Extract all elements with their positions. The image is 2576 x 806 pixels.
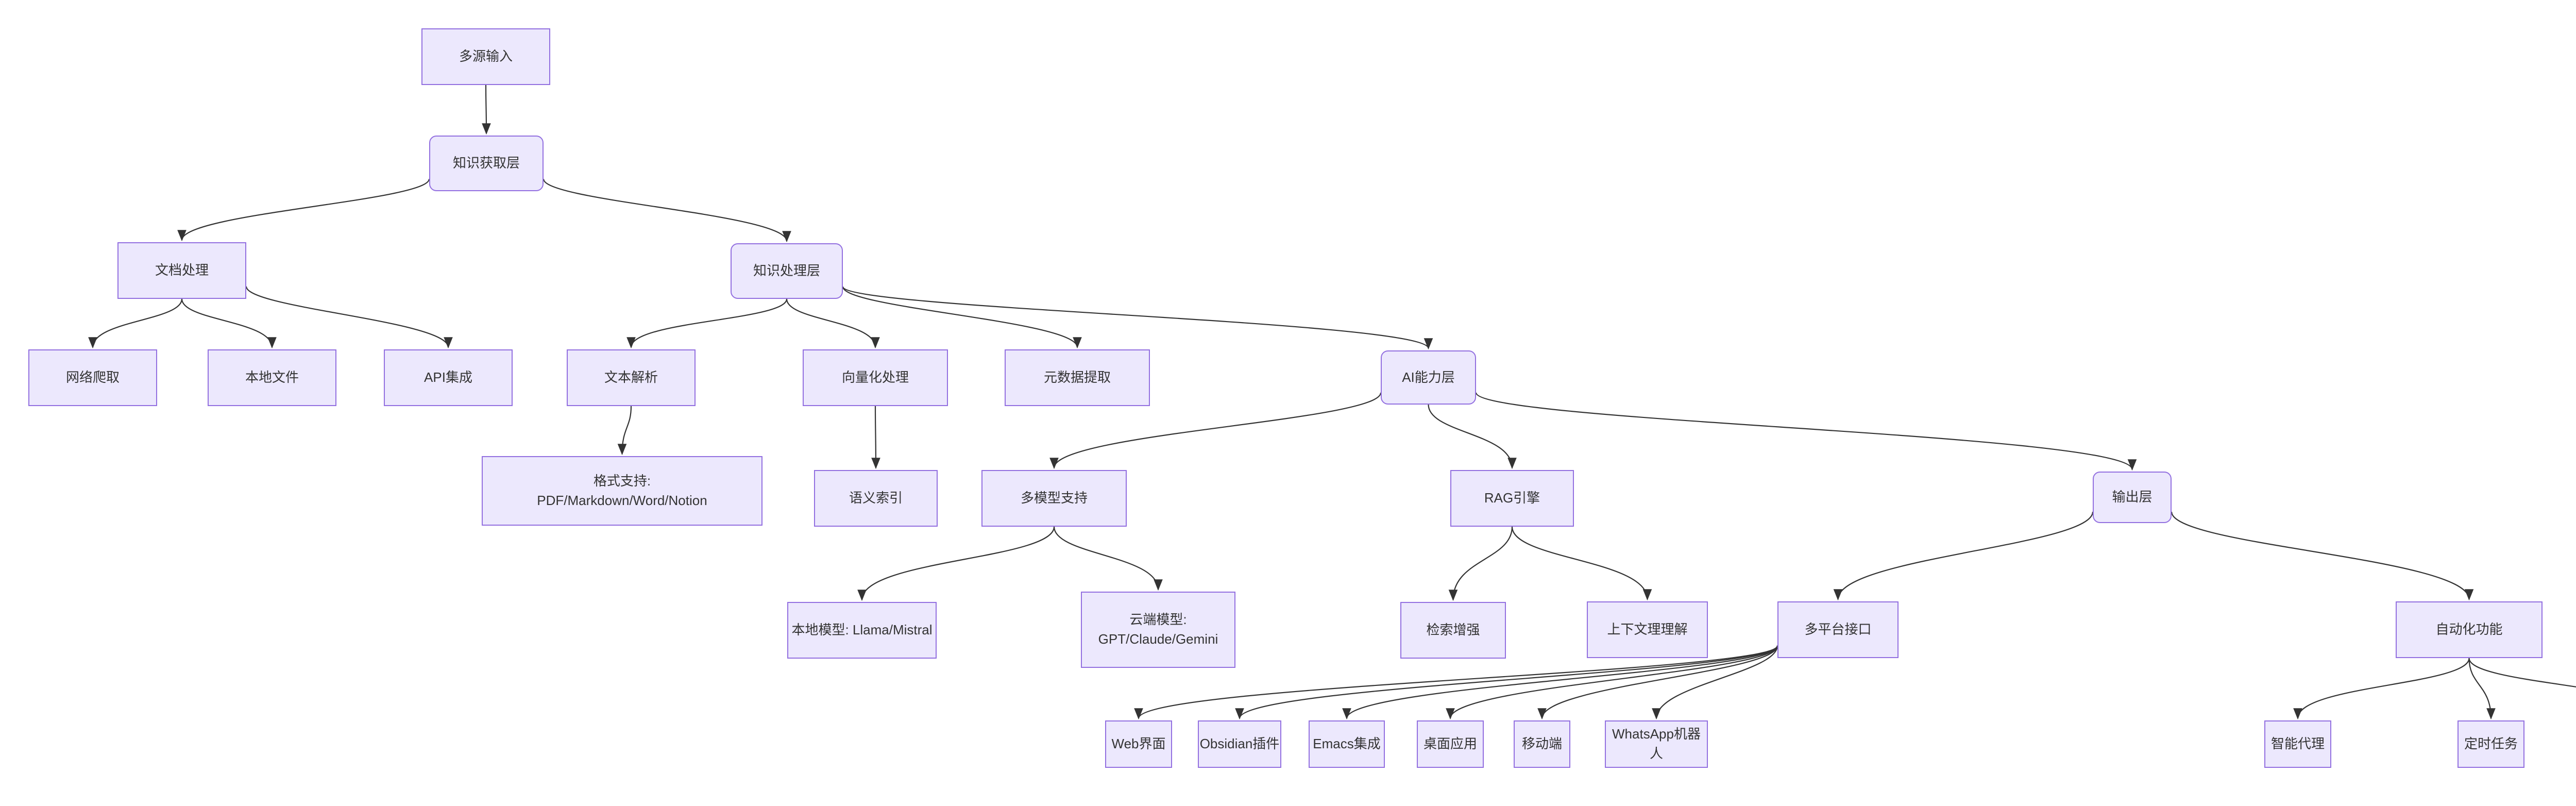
flowchart-node-n27[interactable]: 移动端 [1514, 720, 1570, 768]
flowchart-node-n11[interactable]: AI能力层 [1381, 350, 1476, 405]
flowchart-node-n15[interactable]: RAG引擎 [1450, 470, 1574, 527]
flowchart-node-n17[interactable]: 本地模型: Llama/Mistral [787, 602, 937, 659]
flowchart-node-n7[interactable]: API集成 [384, 349, 513, 406]
flowchart-node-n25[interactable]: Emacs集成 [1309, 720, 1385, 768]
edge-n16-to-n21 [1833, 511, 2094, 601]
edge-n3-to-n7 [245, 286, 453, 349]
flowchart-node-n2[interactable]: 知识获取层 [429, 136, 544, 191]
flowchart-node-n29[interactable]: 智能代理 [2264, 720, 2331, 768]
flowchart-node-n9[interactable]: 向量化处理 [803, 349, 948, 406]
edge-n15-to-n20 [1511, 526, 1652, 601]
edge-n16-to-n22 [2171, 511, 2474, 601]
flowchart-node-n24[interactable]: Obsidian插件 [1198, 720, 1281, 768]
flowchart-node-n18[interactable]: 云端模型: GPT/Claude/Gemini [1081, 592, 1235, 668]
edge-n14-to-n17 [857, 526, 1055, 601]
edge-n4-to-n9 [786, 298, 880, 349]
edge-n22-to-n31 [2468, 658, 2576, 687]
flowchart-node-n30[interactable]: 定时任务 [2458, 720, 2524, 768]
flowchart-node-n21[interactable]: 多平台接口 [1777, 601, 1899, 658]
flowchart-node-n23[interactable]: Web界面 [1105, 720, 1172, 768]
edge-n4-to-n11 [842, 286, 1433, 350]
flowchart-node-n3[interactable]: 文档处理 [117, 242, 246, 299]
edge-n8-to-n12 [617, 406, 632, 456]
edge-n3-to-n6 [181, 298, 277, 349]
edge-n4-to-n10 [842, 286, 1082, 349]
edge-n15-to-n19 [1448, 526, 1513, 601]
edge-n9-to-n13 [871, 406, 880, 469]
flowchart-node-n1[interactable]: 多源输入 [421, 28, 550, 85]
edge-n11-to-n16 [1475, 392, 2137, 471]
edge-n2-to-n4 [543, 178, 791, 243]
flowchart-node-n22[interactable]: 自动化功能 [2396, 601, 2543, 658]
flowchart-node-n14[interactable]: 多模型支持 [981, 470, 1127, 527]
flowchart-node-n5[interactable]: 网络爬取 [28, 349, 157, 406]
flowchart-node-n4[interactable]: 知识处理层 [731, 243, 843, 299]
flowchart-node-n13[interactable]: 语义索引 [814, 470, 938, 527]
edge-n2-to-n3 [177, 178, 430, 242]
flowchart-node-n12[interactable]: 格式支持: PDF/Markdown/Word/Notion [482, 456, 762, 526]
flowchart-node-n16[interactable]: 输出层 [2093, 472, 2172, 523]
edge-n14-to-n18 [1053, 526, 1163, 591]
flowchart-node-n10[interactable]: 元数据提取 [1005, 349, 1150, 406]
flowchart-node-n19[interactable]: 检索增强 [1400, 602, 1506, 659]
flowchart-node-n6[interactable]: 本地文件 [208, 349, 336, 406]
flowchart-node-n26[interactable]: 桌面应用 [1417, 720, 1484, 768]
flowchart-node-n8[interactable]: 文本解析 [567, 349, 696, 406]
edge-n4-to-n8 [626, 298, 788, 349]
flowchart-node-n28[interactable]: WhatsApp机器人 [1605, 720, 1708, 768]
flowchart-node-n20[interactable]: 上下文理理解 [1587, 601, 1708, 658]
edge-n3-to-n5 [88, 298, 183, 349]
edge-n22-to-n30 [2468, 658, 2496, 720]
edge-n22-to-n29 [2293, 658, 2470, 720]
edge-n11-to-n15 [1428, 404, 1517, 469]
